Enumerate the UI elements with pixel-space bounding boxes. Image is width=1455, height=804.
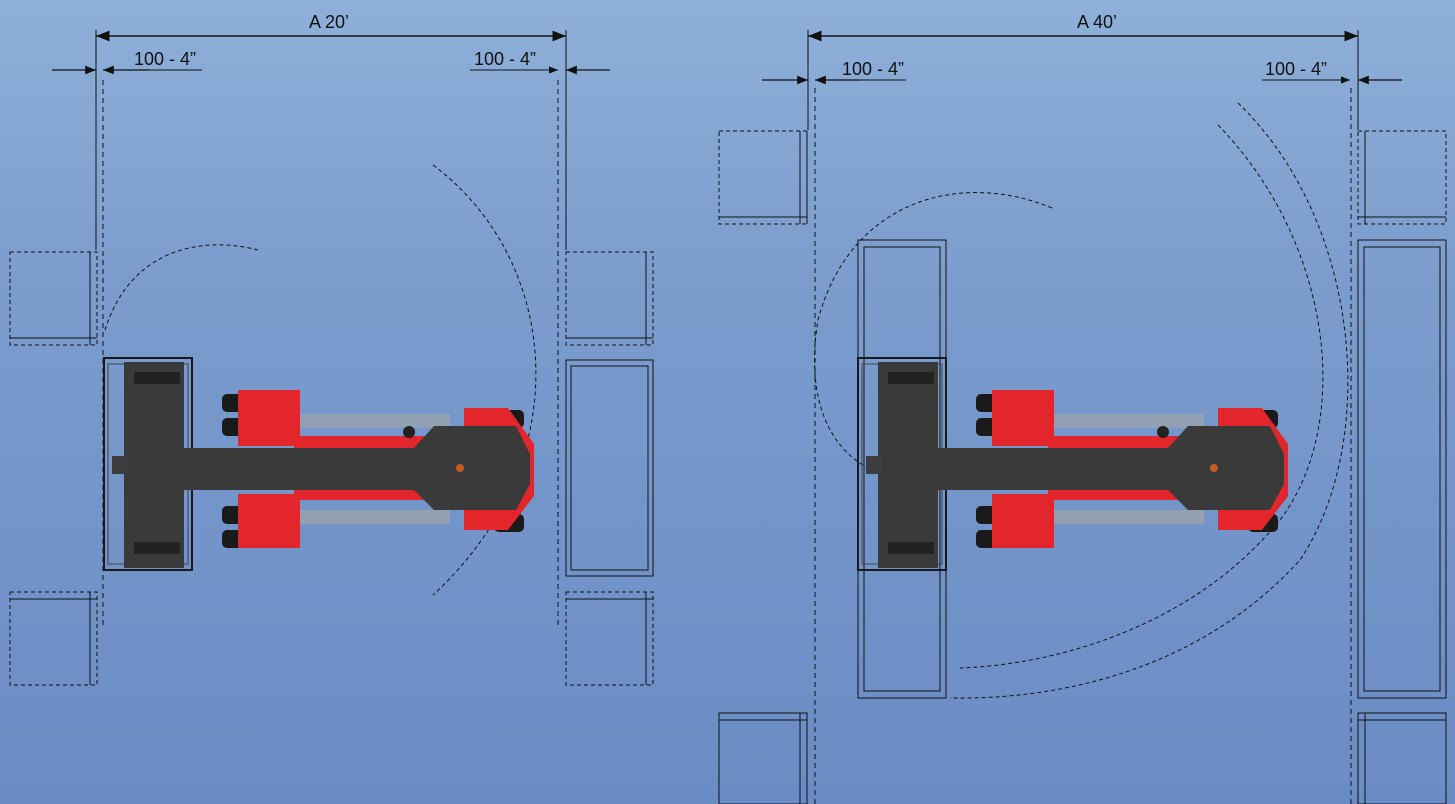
left-clearance-label: 100 - 4”: [134, 49, 196, 69]
dimension-title: A 40’: [1077, 12, 1117, 32]
right-clearance-label: 100 - 4”: [474, 49, 536, 69]
diagram-40ft: A 40’ 100 - 4” 100 - 4”: [718, 12, 1447, 804]
container-left-top: [718, 130, 808, 225]
container-left-bottom: [9, 591, 98, 686]
container-left-top: [9, 251, 98, 346]
left-clearance-label: 100 - 4”: [842, 59, 904, 79]
container-right-bottom: [565, 591, 654, 686]
container-left-bottom: [718, 712, 808, 804]
container-right-top: [1357, 130, 1447, 225]
right-clearance-label: 100 - 4”: [1265, 59, 1327, 79]
dimension-title: A 20’: [309, 12, 349, 32]
container-right-bottom: [1357, 712, 1447, 804]
container-right-middle: [1357, 239, 1447, 699]
reach-stacker-40ft: [857, 357, 1289, 571]
container-right-middle: [565, 359, 654, 577]
diagram-20ft: A 20’ 100 - 4” 100 - 4”: [9, 12, 654, 686]
reach-stacker-20ft: [103, 357, 535, 571]
container-right-top: [565, 251, 654, 346]
